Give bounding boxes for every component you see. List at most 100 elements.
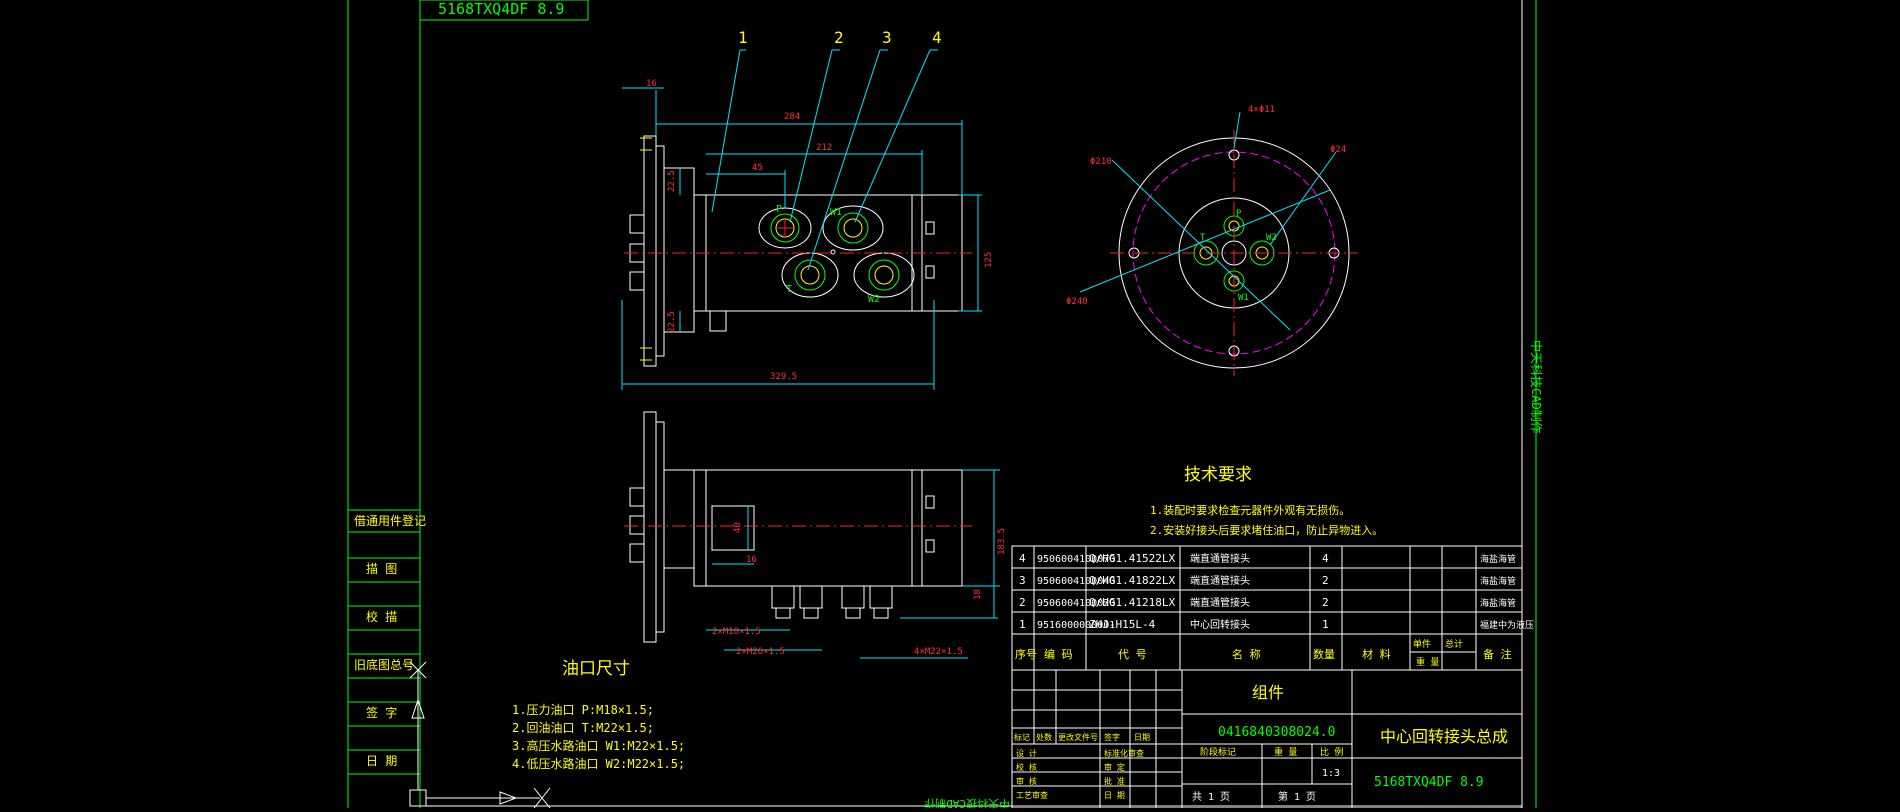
left-strip-label: 日 期: [366, 754, 397, 768]
title-drawing-code: 5168TXQ4DF 8.9: [1374, 775, 1484, 790]
balloon-label: 2: [834, 28, 844, 47]
oil-port-line: 4.低压水路油口 W2:M22×1.5;: [512, 756, 685, 771]
dim-label: Φ24: [1330, 145, 1346, 155]
dim-label: 212: [816, 143, 832, 153]
ucs-icon: [409, 661, 551, 809]
bom-header-material: 材 料: [1362, 647, 1391, 661]
bom-cell-no: 4: [1019, 552, 1026, 565]
bom-cell-no: 1: [1019, 618, 1026, 631]
bom-cell-qty: 2: [1322, 574, 1329, 587]
bom-header-name: 名 称: [1232, 647, 1261, 661]
title-stage-label: 阶段标记: [1200, 746, 1236, 758]
left-strip-table: [348, 509, 420, 775]
bom-cell-ref: Q/HG1.41822LX: [1089, 574, 1175, 587]
tech-requirements-title: 技术要求: [1184, 465, 1252, 485]
balloon-label: 4: [932, 28, 942, 47]
bom-cell-code: 9506004100020: [1037, 598, 1115, 609]
dim-label: Φ240: [1066, 297, 1088, 307]
port-label: W1: [1238, 293, 1249, 303]
title-name: 中心回转接头总成: [1380, 727, 1508, 746]
title-block-grid: [1011, 669, 1523, 809]
title-group: 组件: [1252, 683, 1284, 702]
bom-header-ref: 代 号: [1118, 648, 1147, 661]
bom-cell-qty: 4: [1322, 552, 1329, 565]
bom-header-weight: 重 量: [1416, 656, 1439, 668]
dim-label: 284: [784, 112, 800, 122]
dim-label: 183.5: [997, 528, 1007, 555]
bom-cell-ref: Q/HG1.41218LX: [1089, 596, 1175, 609]
right-edge-text: 中天科技CAD制作: [1529, 340, 1544, 434]
bottom-edge-text: 中天科技CAD制作: [924, 797, 1010, 808]
bom-header-unit: 单件: [1413, 638, 1431, 650]
title-role-label: 工艺审查: [1016, 790, 1048, 800]
bom-cell-qty: 1: [1322, 618, 1329, 631]
bom-cell-no: 3: [1019, 574, 1026, 587]
bom-cell-name: 端直通管接头: [1190, 596, 1250, 609]
top-drawing-code: 5168TXQ4DF 8.9: [438, 0, 564, 18]
title-role-label: 日 期: [1104, 791, 1125, 800]
left-strip-label: 描 图: [366, 562, 397, 576]
title-weight-label: 重 量: [1274, 746, 1297, 758]
bom-cell-name: 端直通管接头: [1190, 574, 1250, 587]
title-role-label: 批 准: [1104, 776, 1125, 786]
title-scale: 1:3: [1322, 768, 1340, 779]
title-rev-label: 日期: [1134, 733, 1150, 742]
left-strip-label: 借通用件登记: [354, 513, 426, 528]
dim-label: 4×M22×1.5: [914, 647, 963, 657]
title-role-label: 审 核: [1016, 776, 1037, 786]
bom-cell-code: 9516000000001: [1037, 620, 1115, 631]
title-sheets: 共 1 页: [1192, 791, 1230, 803]
balloon-label: 3: [882, 28, 892, 47]
bom-cell-note: 海盐海管: [1480, 575, 1516, 587]
bom-header-code: 编 码: [1044, 647, 1073, 661]
left-strip-label: 旧底图总号: [354, 657, 414, 672]
title-role-label: 标准化审查: [1104, 748, 1144, 758]
title-rev-label: 处数: [1036, 732, 1052, 742]
bottom-view: [624, 411, 1000, 659]
dim-label: 22.5: [667, 311, 677, 333]
sheet-frame: [347, 0, 1537, 808]
left-strip-label: 签 字: [366, 705, 397, 720]
port-label: P: [776, 204, 782, 215]
dim-label: 4×Φ11: [1248, 105, 1275, 115]
dim-label: 22.5: [667, 170, 677, 192]
title-sheet-no: 第 1 页: [1278, 790, 1316, 803]
title-rev-label: 标记: [1014, 732, 1030, 742]
dim-label: 2×M26×1.5: [736, 647, 785, 657]
dim-label: 2×M18×1.5: [712, 627, 761, 637]
title-role-label: 审 定: [1104, 762, 1125, 772]
bom-header-total: 总计: [1445, 638, 1463, 650]
bom-cell-qty: 2: [1322, 596, 1329, 609]
bom-cell-note: 海盐海管: [1480, 553, 1516, 565]
bom-cell-no: 2: [1019, 596, 1026, 609]
port-label: W2: [868, 294, 880, 305]
bom-header-note: 备 注: [1483, 647, 1512, 661]
balloon-label: 1: [738, 28, 748, 47]
end-view: [1079, 111, 1358, 376]
port-label: P: [1236, 209, 1242, 219]
dim-label: 16: [646, 79, 657, 89]
dim-label: 125: [984, 252, 994, 268]
title-ratio-label: 比 例: [1320, 746, 1343, 758]
title-rev-label: 签字: [1104, 732, 1120, 742]
bom-cell-code: 9506004100040: [1037, 576, 1115, 587]
left-strip-label: 校 描: [366, 609, 397, 624]
bom-cell-name: 端直通管接头: [1190, 552, 1250, 565]
title-role-label: 设 计: [1016, 748, 1037, 758]
front-view: [621, 49, 982, 390]
tech-requirement-line: 2.安装好接头后要求堵住油口，防止异物进入。: [1150, 523, 1383, 537]
oil-port-line: 3.高压水路油口 W1:M22×1.5;: [512, 738, 685, 753]
oil-port-line: 2.回油油口 T:M22×1.5;: [512, 721, 654, 735]
port-label: T: [1200, 233, 1206, 243]
bom-header-no: 序号: [1015, 647, 1037, 661]
dim-label: 329.5: [770, 372, 797, 382]
dim-label: Φ210: [1090, 157, 1112, 167]
bom-cell-name: 中心回转接头: [1190, 618, 1250, 631]
oil-port-line: 1.压力油口 P:M18×1.5;: [512, 703, 654, 717]
dim-label: 40: [733, 522, 743, 533]
title-rev-label: 更改文件号: [1058, 732, 1098, 742]
bom-cell-note: 海盐海管: [1480, 597, 1516, 609]
title-part-code: 0416840308024.0: [1218, 725, 1335, 740]
